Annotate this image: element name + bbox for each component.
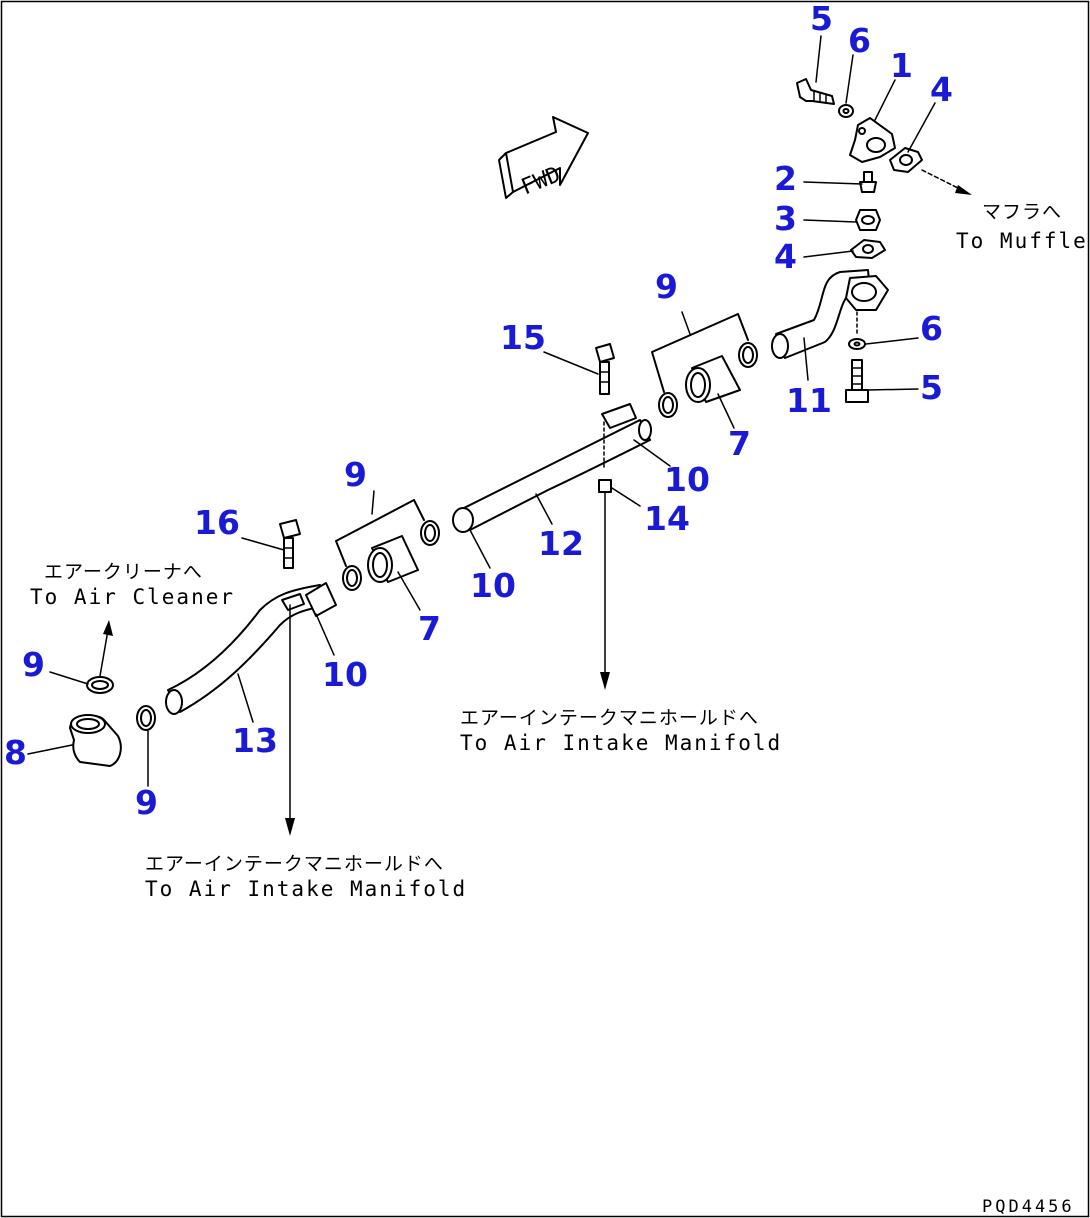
- callout-2: 2: [774, 159, 797, 198]
- fwd-arrow: FWD: [498, 116, 589, 200]
- callout-7: 7: [418, 609, 441, 648]
- bolt-5-lower: [845, 359, 869, 403]
- callout-9: 9: [655, 267, 678, 306]
- flange-1: [849, 117, 896, 163]
- clamp-9-air-cleaner: [86, 676, 114, 694]
- muffler-leader: [921, 169, 967, 193]
- intake-right-label-jp: エアーインテークマニホールドへ: [460, 707, 759, 729]
- callouts: 5 6 1 4 2 3 4 9 6 15 5 11 7 10 9 14 12 1…: [4, 0, 953, 822]
- callout-10: 10: [322, 655, 368, 694]
- leader-lines: [27, 35, 936, 787]
- annotations: マフラへ To Muffler エアークリーナへ To Air Cleaner …: [30, 201, 1090, 1217]
- callout-4: 4: [930, 70, 953, 109]
- clamp-9-lower: [136, 705, 156, 731]
- callout-10: 10: [470, 566, 516, 605]
- callout-8: 8: [4, 733, 27, 772]
- fitting-14: [598, 479, 612, 493]
- callout-11: 11: [786, 381, 832, 420]
- callout-1: 1: [890, 46, 913, 85]
- muffler-label-jp: マフラへ: [982, 201, 1062, 223]
- clamp-9-middle-right: [420, 520, 440, 546]
- hose-7-middle: [367, 535, 419, 583]
- callout-12: 12: [538, 524, 584, 563]
- callout-13: 13: [232, 721, 278, 760]
- bolt-5-top: [796, 78, 835, 105]
- callout-9: 9: [135, 783, 158, 822]
- muffler-arrow: [955, 185, 972, 195]
- intake-left-label-en: To Air Intake Manifold: [145, 877, 467, 901]
- clamp-9-middle-left: [342, 565, 362, 591]
- callout-7: 7: [728, 424, 751, 463]
- callout-15: 15: [500, 318, 546, 357]
- callout-4: 4: [774, 237, 797, 276]
- air-cleaner-label-en: To Air Cleaner: [30, 585, 235, 609]
- callout-3: 3: [774, 199, 797, 238]
- callout-10: 10: [664, 460, 710, 499]
- callout-16: 16: [194, 503, 240, 542]
- pipe-11: [771, 269, 889, 359]
- callout-5: 5: [920, 368, 943, 407]
- nut-3: [855, 209, 881, 231]
- callout-9: 9: [22, 645, 45, 684]
- air-cleaner-label-jp: エアークリーナへ: [44, 561, 203, 583]
- callout-6: 6: [848, 21, 871, 60]
- drawing-code: PQD4456: [982, 1197, 1075, 1217]
- muffler-label-en: To Muffler: [956, 229, 1090, 253]
- air-cleaner-arrow: [103, 620, 113, 636]
- pipe-12: [452, 403, 652, 533]
- callout-5: 5: [810, 0, 833, 38]
- bolt-15: [595, 343, 615, 395]
- callout-6: 6: [920, 309, 943, 348]
- clamp-9-upper-left: [658, 392, 678, 418]
- gasket-4-lower: [850, 239, 886, 259]
- hose-7-upper: [685, 355, 741, 403]
- air-cleaner-leader: [99, 629, 109, 677]
- intake-right-arrow: [600, 672, 610, 690]
- clamp-9-upper-right: [738, 342, 758, 368]
- elbow-8: [69, 714, 122, 767]
- bolt-16: [279, 519, 301, 569]
- intake-left-arrow: [285, 818, 295, 836]
- stud-2: [859, 171, 877, 193]
- callout-9: 9: [344, 455, 367, 494]
- intake-right-label-en: To Air Intake Manifold: [460, 731, 782, 755]
- callout-14: 14: [644, 499, 690, 538]
- gasket-4-top: [889, 147, 923, 173]
- intake-left-label-jp: エアーインテークマニホールドへ: [145, 853, 444, 875]
